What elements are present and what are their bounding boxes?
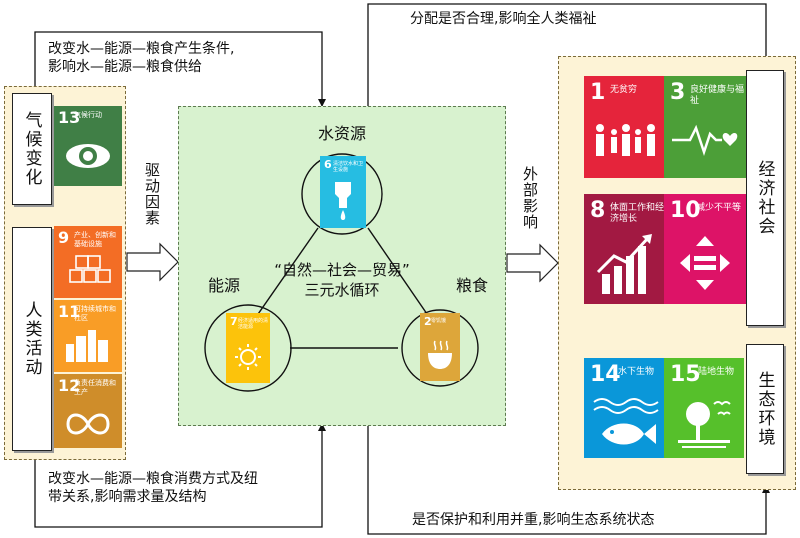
ecological-box: 生态环境 <box>746 344 784 474</box>
sdg-tile-12: 12 负责任消费和生产 <box>54 374 122 448</box>
top-left-caption: 改变水—能源—粮食产生条件, 影响水—能源—粮食供给 <box>48 41 235 75</box>
external-label: 外部影响 <box>521 166 539 230</box>
eye-globe-icon <box>66 144 110 168</box>
water-drop-icon <box>335 182 351 220</box>
food-label: 粮食 <box>456 276 489 295</box>
city-icon <box>66 330 108 362</box>
energy-label: 能源 <box>208 276 241 295</box>
sun-icon <box>235 344 261 370</box>
sdg-tile-9: 9 产业、创新和基础设施 <box>54 226 122 298</box>
driver-label: 驱动因素 <box>143 162 161 226</box>
sdg-tile-6: 6 清洁饮水和卫生设施 <box>320 156 366 228</box>
human-activity-box: 人类活动 <box>12 227 52 451</box>
cycle-text: “自然—社会—贸易” 三元水循环 <box>274 261 410 299</box>
infinity-icon <box>66 413 110 435</box>
climate-change-box: 气候变化 <box>12 93 52 205</box>
human-activity-label: 人类活动 <box>21 301 42 377</box>
sdg-tile-1: 1 无贫穷 <box>584 76 666 178</box>
bottom-right-caption: 是否保护和利用并重,影响生态系统状态 <box>412 512 655 528</box>
top-right-caption: 分配是否合理,影响全人类福祉 <box>410 11 597 27</box>
sdg-tile-15: 15 陆地生物 <box>664 358 744 458</box>
sdg-tile-14: 14 水下生物 <box>584 358 664 458</box>
climate-change-label: 气候变化 <box>21 111 42 187</box>
water-label: 水资源 <box>318 124 367 143</box>
arrow-top-left <box>34 31 326 107</box>
socio-economic-box: 经济社会 <box>746 70 784 326</box>
block-arrow-left <box>126 242 179 282</box>
equality-icon <box>680 236 730 290</box>
bottom-left-caption: 改变水—能源—粮食消费方式及纽 带关系,影响需求量及结构 <box>48 471 258 505</box>
sdg-tile-3: 3 良好健康与福祉 <box>664 76 746 178</box>
ecological-label: 生态环境 <box>754 371 775 447</box>
driver-label-box: 驱动因素 <box>142 162 182 231</box>
sdg-tile-7: 7 经济适用的清洁能源 <box>226 313 270 383</box>
cubes-icon <box>69 255 111 283</box>
family-icon <box>596 124 655 156</box>
fish-icon <box>593 398 659 445</box>
heartbeat-icon <box>672 124 738 156</box>
socio-economic-label: 经济社会 <box>754 160 775 236</box>
tree-bird-icon <box>678 401 731 448</box>
sdg-tile-13: 13 气候行动 <box>54 106 122 186</box>
arrow-top-right <box>367 3 770 106</box>
sdg-tile-2: 2 零饥饿 <box>420 313 460 381</box>
bowl-icon <box>428 340 452 369</box>
sdg-tile-10: 10 减少不平等 <box>664 194 746 304</box>
growth-chart-icon <box>596 234 652 294</box>
arrow-bottom-left <box>34 423 326 528</box>
arrow-bottom-right <box>367 424 770 535</box>
sdg-tile-8: 8 体面工作和经济增长 <box>584 194 666 304</box>
external-label-box: 外部影响 <box>520 166 540 234</box>
sdg-tile-11: 11 可持续城市和社区 <box>54 300 122 372</box>
block-arrow-right <box>506 243 559 283</box>
